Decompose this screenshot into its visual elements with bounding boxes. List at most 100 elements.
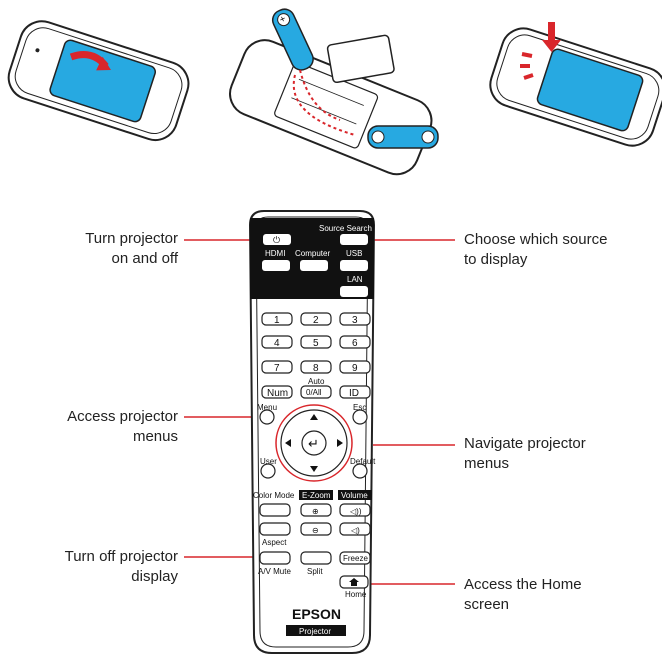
key-4[interactable] [261, 335, 293, 349]
callout-av-mute: Turn off projector display [65, 547, 178, 587]
usb-button[interactable] [340, 260, 368, 271]
source-search-label: Source Search [319, 224, 372, 233]
key-3-label: 3 [352, 315, 358, 326]
key-3[interactable] [339, 312, 371, 326]
auto-label: Auto [308, 377, 325, 386]
id-button[interactable] [339, 385, 371, 399]
key-8-label: 8 [313, 363, 319, 374]
default-button[interactable] [352, 463, 368, 479]
home-label: Home [345, 590, 367, 599]
arrow-left-icon[interactable] [285, 439, 291, 447]
callout-menu-line2: menus [132, 428, 178, 445]
callout-navigate: Navigate projector menus [464, 434, 586, 474]
num-label: Num [267, 388, 288, 399]
hdmi-label: HDMI [265, 249, 285, 258]
zoom-in-button[interactable] [300, 503, 332, 517]
volume-up-icon: ◁)) [350, 507, 362, 516]
source-search-button[interactable] [340, 234, 368, 245]
model-label: Projector [299, 627, 331, 636]
esc-button[interactable] [352, 409, 368, 425]
volume-up-button[interactable] [339, 503, 371, 517]
key-2[interactable] [300, 312, 332, 326]
arrow-right-icon[interactable] [337, 439, 343, 447]
callout-home-line1: Access the Home [464, 576, 582, 593]
battery-step-1-illustration [7, 20, 190, 142]
callout-source-line1: Choose which source [464, 231, 608, 248]
key-9[interactable] [339, 360, 371, 374]
battery-step-2-illustration: + [229, 8, 439, 176]
zero-all-label: 0/All [306, 388, 322, 397]
model-badge [286, 625, 346, 636]
menu-button[interactable] [259, 409, 275, 425]
zero-all-button[interactable] [300, 385, 332, 399]
key-6[interactable] [339, 335, 371, 349]
computer-label: Computer [295, 249, 330, 258]
key-7-label: 7 [274, 363, 280, 374]
callout-av-mute-line2: display [131, 568, 178, 585]
aspect-label: Aspect [262, 538, 287, 547]
callout-menu: Access projector menus [67, 407, 178, 447]
remote-control: Source Search ⏻ HDMI Computer USB LAN 1 … [248, 210, 376, 654]
navigation-ring-highlight [275, 404, 353, 482]
callout-av-mute-line1: Turn off projector [64, 548, 178, 565]
key-5[interactable] [300, 335, 332, 349]
callout-source: Choose which source to display [464, 230, 607, 270]
user-label: User [260, 457, 277, 466]
volume-header [338, 490, 372, 500]
num-button[interactable] [261, 385, 293, 399]
svg-text:+: + [276, 14, 289, 24]
key-9-label: 9 [352, 363, 358, 374]
zoom-out-button[interactable] [300, 522, 332, 536]
brand-logo: EPSON [292, 606, 341, 622]
key-1[interactable] [261, 312, 293, 326]
split-label: Split [307, 567, 323, 576]
key-4-label: 4 [274, 338, 280, 349]
callout-navigate-line2: menus [464, 455, 510, 472]
id-label: ID [349, 388, 359, 399]
power-button[interactable] [263, 234, 291, 245]
split-button[interactable] [300, 551, 332, 565]
power-icon: ⏻ [273, 235, 280, 245]
arrow-up-icon[interactable] [310, 414, 318, 420]
usb-label: USB [346, 249, 362, 258]
enter-button[interactable] [301, 430, 327, 456]
freeze-label: Freeze [343, 554, 368, 563]
hdmi-button[interactable] [262, 260, 290, 271]
callout-power-line1: Turn projector [85, 230, 178, 247]
lan-button[interactable] [340, 286, 368, 297]
key-7[interactable] [261, 360, 293, 374]
lan-label: LAN [347, 275, 363, 284]
key-6-label: 6 [352, 338, 358, 349]
av-mute-button[interactable] [259, 551, 291, 565]
key-1-label: 1 [274, 315, 280, 326]
freeze-button[interactable] [339, 551, 371, 565]
enter-icon: ↵ [308, 436, 319, 451]
user-button[interactable] [260, 463, 276, 479]
e-zoom-label: E-Zoom [302, 491, 331, 500]
callout-home-line2: screen [464, 596, 510, 613]
key-8[interactable] [300, 360, 332, 374]
menu-label: Menu [257, 403, 277, 412]
arrow-down-icon[interactable] [310, 466, 318, 472]
color-mode-label: Color Mode [253, 491, 295, 500]
esc-label: Esc [353, 403, 366, 412]
volume-down-button[interactable] [339, 522, 371, 536]
callout-navigate-line1: Navigate projector [464, 435, 586, 452]
callout-menu-line1: Access projector [67, 408, 178, 425]
callout-power: Turn projector on and off [85, 229, 178, 269]
zoom-in-icon: ⊕ [312, 507, 319, 516]
home-icon [349, 578, 359, 586]
zoom-out-icon: ⊖ [312, 526, 319, 535]
key-2-label: 2 [313, 315, 319, 326]
color-mode-button[interactable] [259, 503, 291, 517]
default-label: Default [350, 457, 376, 466]
av-mute-label: A/V Mute [258, 567, 291, 576]
aspect-button[interactable] [259, 522, 291, 536]
battery-step-3-illustration [489, 22, 662, 147]
source-panel [250, 218, 374, 299]
volume-label: Volume [341, 491, 368, 500]
key-5-label: 5 [313, 338, 319, 349]
computer-button[interactable] [300, 260, 328, 271]
callout-power-line2: on and off [111, 250, 178, 267]
volume-down-icon: ◁) [351, 526, 360, 535]
